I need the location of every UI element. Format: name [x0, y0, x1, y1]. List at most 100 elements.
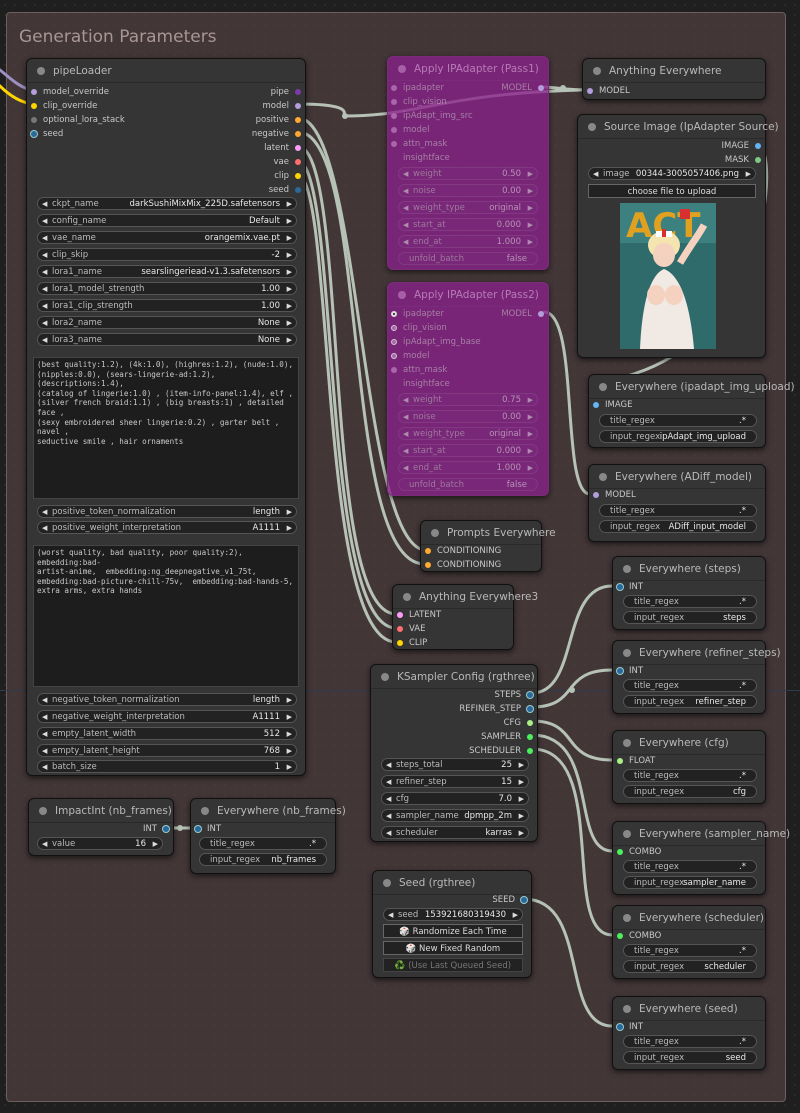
node-everywhere-steps[interactable]: Everywhere (steps) INT title_regex.* inp…: [612, 556, 766, 630]
node-everywhere-nb-frames[interactable]: Everywhere (nb_frames) INT title_regex.*…: [190, 798, 346, 874]
node-everywhere-sampler-name[interactable]: Everywhere (sampler_name) COMBO title_re…: [612, 821, 790, 895]
widget-title-regex[interactable]: title_regex.*: [623, 860, 757, 873]
output-latent[interactable]: latent: [264, 142, 301, 154]
input-combo[interactable]: COMBO: [617, 846, 661, 858]
widget-title-regex[interactable]: title_regex.*: [599, 504, 757, 517]
node-everywhere-cfg[interactable]: Everywhere (cfg) FLOAT title_regex.* inp…: [612, 730, 766, 804]
input-latent[interactable]: LATENT: [397, 609, 441, 621]
input-clip-vision[interactable]: clip_vision: [391, 322, 447, 334]
input-seed[interactable]: seed: [31, 128, 63, 140]
input-ipadapter[interactable]: ipadapter: [391, 82, 444, 94]
node-ksampler-config[interactable]: KSampler Config (rgthree) STEPS REFINER_…: [370, 664, 538, 842]
input-model[interactable]: MODEL: [587, 85, 630, 97]
output-sampler[interactable]: SAMPLER: [481, 731, 533, 743]
node-title[interactable]: Everywhere (sampler_name): [613, 822, 790, 846]
input-int[interactable]: INT: [195, 823, 221, 835]
output-refiner-step[interactable]: REFINER_STEP: [459, 703, 533, 715]
input-model[interactable]: model: [391, 350, 429, 362]
node-everywhere-ipadapt[interactable]: Everywhere (ipadapt_img_upload) IMAGE ti…: [588, 374, 795, 448]
widget-title-regex[interactable]: title_regex.*: [199, 837, 327, 850]
node-title[interactable]: Everywhere (scheduler): [613, 906, 765, 930]
output-scheduler[interactable]: SCHEDULER: [469, 745, 533, 757]
output-model[interactable]: MODEL: [501, 82, 544, 94]
output-model[interactable]: MODEL: [501, 308, 544, 320]
node-title[interactable]: Apply IPAdapter (Pass2): [388, 283, 548, 307]
output-positive[interactable]: positive: [256, 114, 301, 126]
node-title[interactable]: Seed (rgthree): [373, 871, 531, 895]
input-conditioning-negative[interactable]: CONDITIONING: [425, 559, 501, 571]
input-model-override[interactable]: model_override: [31, 86, 109, 98]
node-title[interactable]: Source Image (IpAdapter Source): [578, 115, 779, 139]
input-clip-vision[interactable]: clip_vision: [391, 96, 447, 108]
output-steps[interactable]: STEPS: [495, 689, 533, 701]
new-fixed-random-button[interactable]: 🎲 New Fixed Random: [383, 941, 523, 955]
node-title[interactable]: pipeLoader: [27, 59, 305, 83]
randomize-each-time-button[interactable]: 🎲 Randomize Each Time: [383, 924, 523, 938]
widget-title-regex[interactable]: title_regex.*: [623, 595, 757, 608]
node-ipadapter-pass2[interactable]: Apply IPAdapter (Pass2) ipadapter clip_v…: [387, 282, 549, 496]
output-clip[interactable]: clip: [274, 170, 301, 182]
positive-prompt-textarea[interactable]: (best quality:1.2), (4k:1.0), (highres:1…: [33, 357, 299, 499]
output-int[interactable]: INT: [143, 823, 169, 835]
negative-prompt-textarea[interactable]: (worst quality, bad quality, poor qualit…: [33, 545, 299, 687]
widget-clip-skip[interactable]: ◀clip_skip-2▶: [37, 248, 297, 261]
node-title[interactable]: KSampler Config (rgthree): [371, 665, 537, 689]
widget-title-regex[interactable]: title_regex.*: [623, 944, 757, 957]
node-title[interactable]: Anything Everywhere: [583, 59, 765, 83]
node-source-image[interactable]: Source Image (IpAdapter Source) IMAGE MA…: [577, 114, 779, 358]
input-attn-mask[interactable]: attn_mask: [391, 138, 447, 150]
node-title[interactable]: Everywhere (ipadapt_img_upload): [589, 375, 795, 399]
node-title[interactable]: Everywhere (nb_frames): [191, 799, 346, 823]
node-everywhere-scheduler[interactable]: Everywhere (scheduler) COMBO title_regex…: [612, 905, 766, 979]
input-optional-lora-stack[interactable]: optional_lora_stack: [31, 114, 125, 126]
widget-title-regex[interactable]: title_regex.*: [599, 414, 757, 427]
node-prompts-everywhere[interactable]: Prompts Everywhere CONDITIONING CONDITIO…: [420, 520, 556, 572]
node-everywhere-adiff[interactable]: Everywhere (ADiff_model) MODEL title_reg…: [588, 464, 766, 542]
input-conditioning-positive[interactable]: CONDITIONING: [425, 545, 501, 557]
output-seed[interactable]: seed: [269, 184, 301, 196]
node-title[interactable]: Everywhere (cfg): [613, 731, 765, 755]
output-image[interactable]: IMAGE: [722, 140, 761, 152]
input-attn-mask[interactable]: attn_mask: [391, 364, 447, 376]
input-int[interactable]: INT: [617, 1021, 643, 1033]
node-anything-everywhere3[interactable]: Anything Everywhere3 LATENT VAE CLIP: [392, 584, 538, 650]
output-model[interactable]: model: [263, 100, 301, 112]
output-seed[interactable]: SEED: [492, 894, 527, 906]
node-everywhere-refiner-steps[interactable]: Everywhere (refiner_steps) INT title_reg…: [612, 640, 781, 714]
